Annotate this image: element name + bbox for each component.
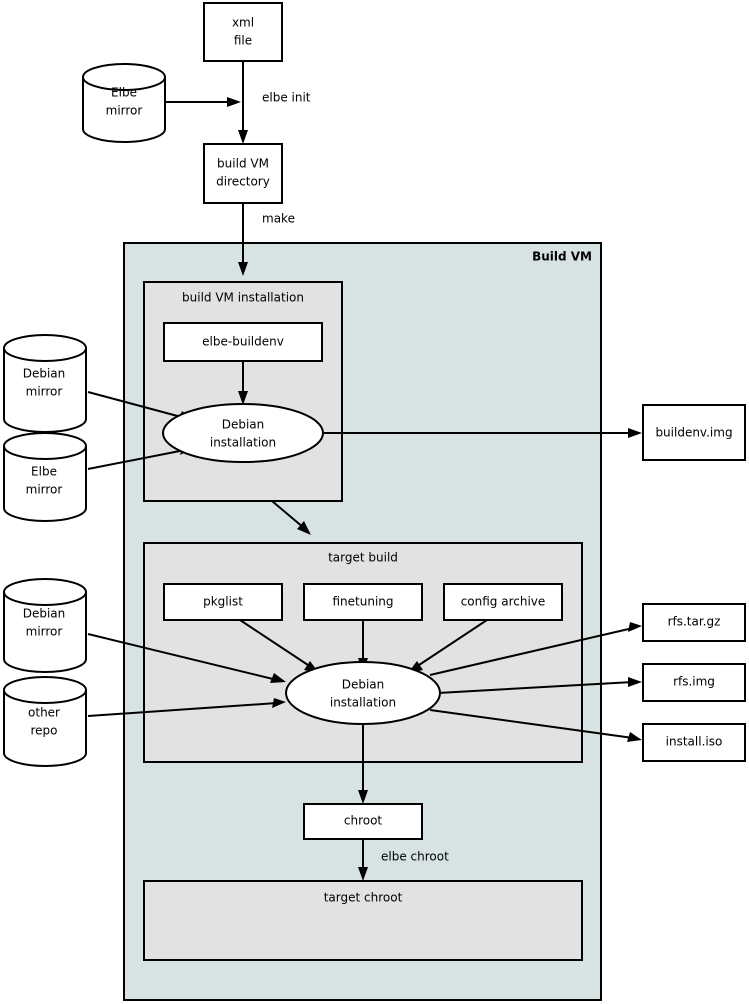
arrowhead-debianmirror-lower-to-debinstall-target bbox=[270, 673, 286, 683]
node-debian-mirror-lower-label-line1: Debian bbox=[23, 607, 66, 621]
node-rfs-tar-gz[interactable] bbox=[642, 603, 746, 642]
node-install-iso[interactable] bbox=[642, 723, 746, 762]
node-debian-installation-target[interactable] bbox=[285, 661, 441, 725]
cylinder-other-repo bbox=[3, 676, 87, 767]
edge-elbemirror-lower-to-debinstall bbox=[87, 449, 186, 470]
node-debian-mirror-upper-label-line1: Debian bbox=[23, 367, 66, 381]
node-finetuning-label: finetuning bbox=[332, 595, 393, 609]
cylinder-debian-mirror-lower bbox=[3, 578, 87, 673]
edge-label-elbe-init: elbe init bbox=[262, 91, 311, 105]
node-debian-mirror-lower-label-line2: mirror bbox=[26, 625, 63, 639]
node-elbe-mirror-top-label-line1: Elbe bbox=[111, 86, 137, 100]
node-build-vm-directory[interactable] bbox=[203, 143, 283, 204]
node-elbe-mirror-lower-label-line1: Elbe bbox=[31, 465, 57, 479]
node-rfs-img-label: rfs.img bbox=[673, 675, 715, 689]
arrowhead-buildenv-to-debinstall bbox=[238, 391, 248, 405]
node-debian-installation-target-label-line1: Debian bbox=[342, 678, 385, 692]
arrowhead-debinstall-target-to-rfstargz bbox=[628, 622, 642, 632]
edge-debianmirror-upper-to-debinstall bbox=[87, 391, 186, 419]
node-chroot[interactable] bbox=[303, 803, 423, 840]
arrowhead-builddir-to-installation bbox=[238, 262, 248, 276]
node-debian-installation-buildvm[interactable] bbox=[162, 403, 324, 463]
node-elbe-buildenv-label: elbe-buildenv bbox=[202, 335, 284, 349]
arrowhead-debinstall-target-to-installiso bbox=[627, 732, 642, 742]
node-install-iso-label: install.iso bbox=[666, 735, 723, 749]
node-rfs-img[interactable] bbox=[642, 663, 746, 702]
cylinder-elbe-mirror-lower bbox=[3, 432, 87, 522]
node-xml-file-label-line1: xml bbox=[232, 16, 254, 30]
edge-debinstall-target-to-rfsimg bbox=[437, 681, 634, 694]
arrowhead-debinstall-target-to-chroot bbox=[358, 790, 368, 804]
arrowhead-otherrepo-to-debinstall-target bbox=[272, 698, 286, 708]
node-other-repo-label-line2: repo bbox=[30, 724, 57, 738]
node-chroot-label: chroot bbox=[344, 814, 383, 828]
edge-label-make: make bbox=[262, 212, 295, 226]
container-target-chroot bbox=[143, 880, 583, 961]
node-debian-installation-buildvm-label-line2: installation bbox=[210, 436, 276, 450]
cylinder-debian-mirror-upper bbox=[3, 334, 87, 433]
edge-label-elbe-chroot: elbe chroot bbox=[381, 850, 449, 864]
node-debian-installation-target-label-line2: installation bbox=[330, 696, 396, 710]
container-target-build-title: target build bbox=[328, 551, 398, 565]
edge-configarchive-to-debinstall-target bbox=[415, 619, 488, 668]
node-debian-installation-buildvm-label-line1: Debian bbox=[222, 418, 265, 432]
node-pkglist[interactable] bbox=[163, 583, 283, 621]
cylinder-elbe-mirror-top bbox=[82, 63, 166, 143]
node-config-archive[interactable] bbox=[443, 583, 563, 621]
node-xml-file-label-line2: file bbox=[234, 34, 252, 48]
node-xml-file[interactable] bbox=[203, 2, 283, 62]
edge-pkglist-to-debinstall-target bbox=[239, 619, 312, 668]
arrowhead-elbemirror-to-init bbox=[227, 97, 241, 107]
edge-otherrepo-to-debinstall-target bbox=[87, 702, 278, 717]
node-pkglist-label: pkglist bbox=[203, 595, 243, 609]
edge-debinstall-target-to-rfstargz bbox=[429, 627, 634, 676]
edge-debinstall-target-to-installiso bbox=[429, 709, 634, 739]
edge-debinstall-to-targetbuild bbox=[271, 500, 305, 529]
node-finetuning[interactable] bbox=[303, 583, 423, 621]
node-elbe-buildenv[interactable] bbox=[163, 322, 323, 362]
container-target-chroot-title: target chroot bbox=[324, 891, 403, 905]
node-buildenv-img[interactable] bbox=[642, 404, 746, 461]
node-elbe-mirror-lower-label-line2: mirror bbox=[26, 483, 63, 497]
container-build-vm-installation-title: build VM installation bbox=[182, 291, 304, 305]
container-build-vm-title: Build VM bbox=[532, 250, 592, 264]
node-build-vm-directory-label-line1: build VM bbox=[217, 157, 269, 171]
edge-debianmirror-lower-to-debinstall-target bbox=[87, 633, 278, 681]
node-buildenv-img-label: buildenv.img bbox=[655, 426, 732, 440]
arrowhead-chroot-to-targetchroot bbox=[358, 867, 368, 881]
arrowhead-xml-to-builddir bbox=[238, 130, 248, 144]
node-other-repo-label-line1: other bbox=[28, 706, 60, 720]
arrowhead-debinstall-to-buildenvimg bbox=[628, 428, 642, 438]
node-config-archive-label: config archive bbox=[461, 595, 546, 609]
node-debian-mirror-upper-label-line2: mirror bbox=[26, 385, 63, 399]
node-elbe-mirror-top-label-line2: mirror bbox=[106, 104, 143, 118]
arrowhead-debinstall-to-targetbuild bbox=[297, 521, 311, 535]
node-rfs-tar-gz-label: rfs.tar.gz bbox=[668, 615, 721, 629]
arrowhead-debinstall-target-to-rfsimg bbox=[628, 677, 642, 687]
node-build-vm-directory-label-line2: directory bbox=[216, 175, 270, 189]
